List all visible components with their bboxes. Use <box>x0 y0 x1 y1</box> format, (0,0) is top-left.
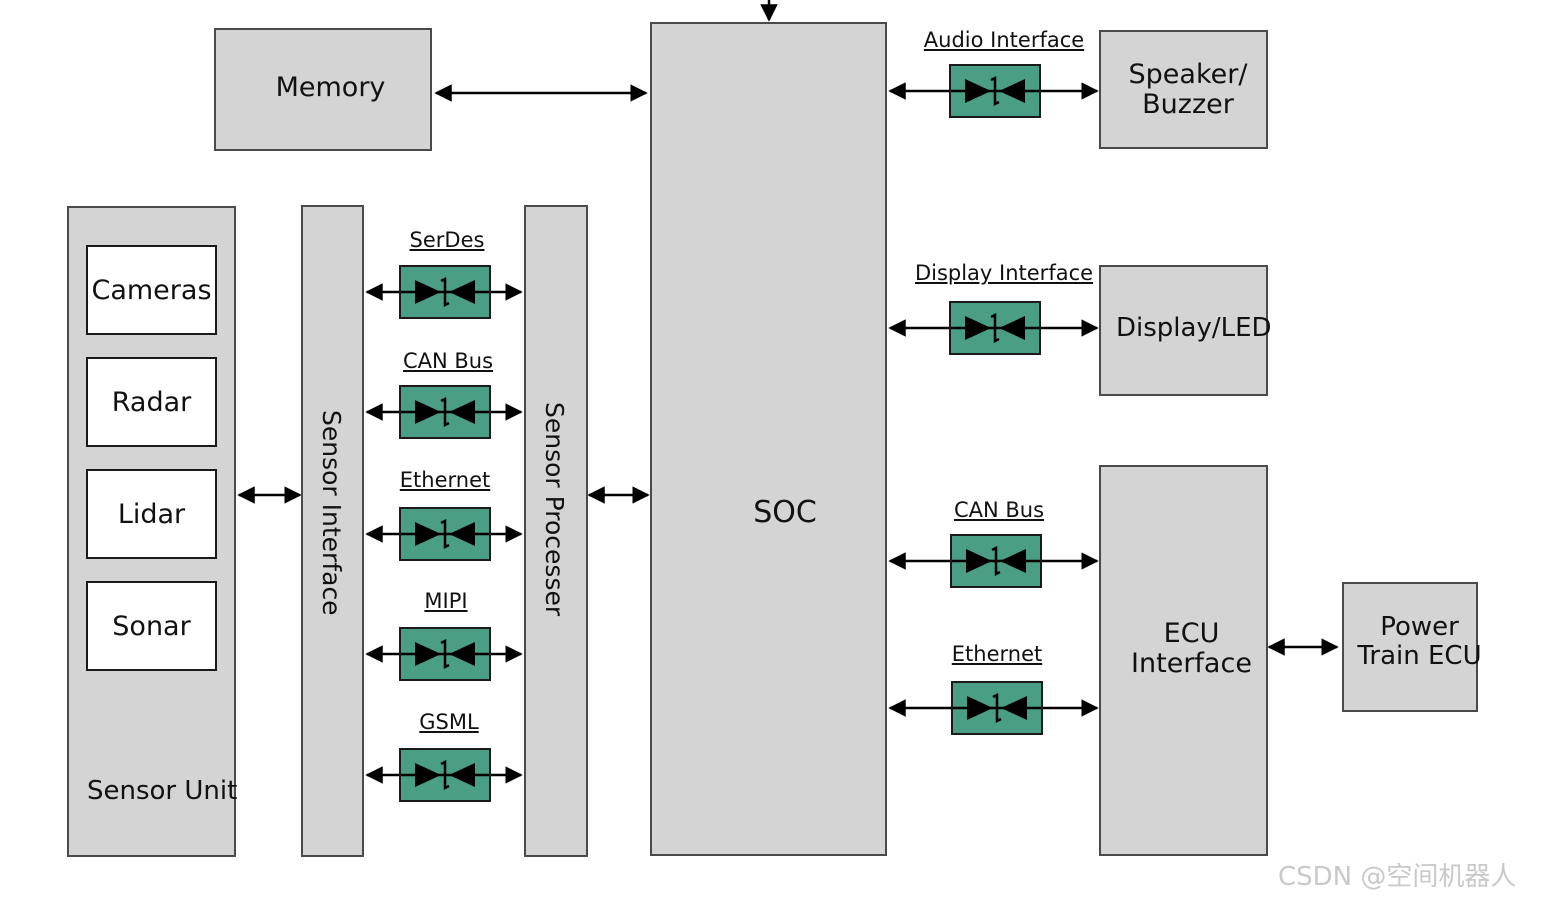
ecu-interface-label: ECU Interface <box>1099 612 1284 686</box>
tvs-audio <box>949 64 1041 118</box>
tvs-diode-icon <box>952 545 1040 577</box>
sensor-item-cameras: Cameras <box>86 245 217 335</box>
sensor-item-lidar: Lidar <box>86 469 217 559</box>
display-led-label: Display/LED <box>1116 313 1272 343</box>
tvs-ecu-can <box>950 534 1042 588</box>
tvs-diode-icon <box>401 276 489 308</box>
link-label-serdes: SerDes <box>409 228 485 252</box>
tvs-canbus <box>399 385 491 439</box>
watermark: CSDN @空间机器人 <box>1278 862 1517 892</box>
sensor-interface-label: Sensor Interface <box>317 410 346 616</box>
tvs-diode-icon <box>401 518 489 550</box>
link-label-display-interface: Display Interface <box>914 261 1094 285</box>
link-label-ecu-can-bus: CAN Bus <box>953 498 1045 522</box>
tvs-diode-icon <box>953 692 1041 724</box>
soc-block <box>650 22 887 856</box>
link-label-gsml: GSML <box>419 710 479 734</box>
display-led-block <box>1099 265 1268 396</box>
sensor-item-sonar: Sonar <box>86 581 217 671</box>
ecu-interface-block <box>1099 465 1268 856</box>
power-label-line1: Power <box>1380 612 1459 643</box>
speaker-buzzer-label: Speaker/ Buzzer <box>1099 30 1277 149</box>
power-train-ecu-block <box>1342 582 1478 712</box>
link-label-audio-interface: Audio Interface <box>923 28 1085 52</box>
link-label-canbus: CAN Bus <box>402 349 494 373</box>
link-label-ecu-ethernet: Ethernet <box>951 642 1043 666</box>
tvs-diode-icon <box>951 75 1039 107</box>
link-label-ethernet: Ethernet <box>399 468 491 492</box>
sensor-interface-block <box>301 205 364 857</box>
tvs-diode-icon <box>401 759 489 791</box>
soc-label: SOC <box>753 494 817 530</box>
speaker-buzzer-block <box>1099 30 1268 149</box>
tvs-diode-icon <box>401 396 489 428</box>
speaker-label-line1: Speaker/ <box>1128 58 1248 90</box>
tvs-ecu-ethernet <box>951 681 1043 735</box>
ecu-label-line2: Interface <box>1131 648 1252 679</box>
sensor-item-radar: Radar <box>86 357 217 447</box>
tvs-diode-icon <box>951 312 1039 344</box>
tvs-display <box>949 301 1041 355</box>
ecu-label-line1: ECU <box>1163 618 1220 650</box>
tvs-serdes <box>399 265 491 319</box>
tvs-gsml <box>399 748 491 802</box>
memory-block <box>214 28 432 151</box>
power-train-ecu-label: Power Train ECU <box>1342 605 1497 679</box>
sensor-unit-label: Sensor Unit <box>87 776 238 806</box>
power-label-line2: Train ECU <box>1357 641 1482 671</box>
sensor-processer-block <box>524 205 588 857</box>
memory-label: Memory <box>275 72 386 104</box>
link-label-mipi: MIPI <box>424 589 468 613</box>
tvs-diode-icon <box>401 638 489 670</box>
speaker-label-line2: Buzzer <box>1142 88 1234 120</box>
sensor-processer-label: Sensor Processer <box>540 402 569 617</box>
tvs-mipi <box>399 627 491 681</box>
tvs-ethernet <box>399 507 491 561</box>
